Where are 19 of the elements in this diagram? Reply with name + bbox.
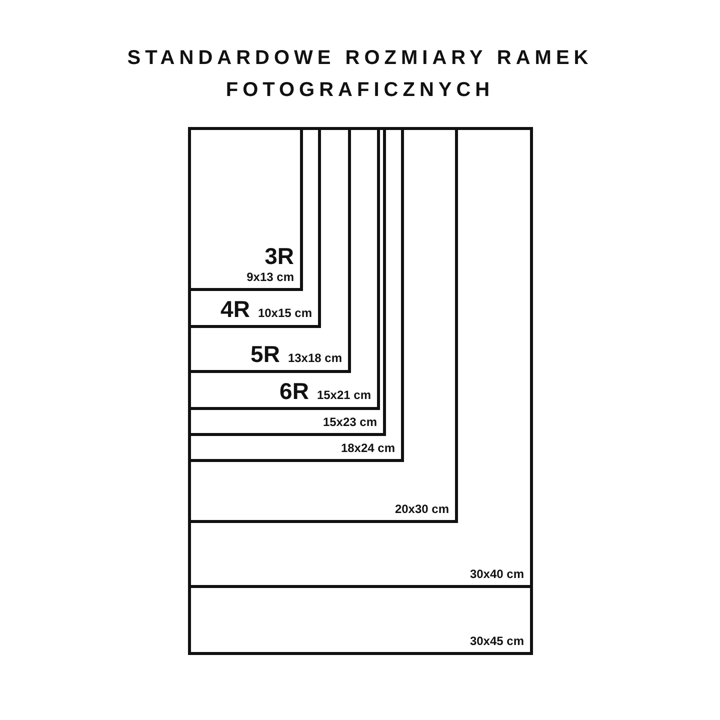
size-code: 5R bbox=[250, 342, 280, 366]
frame-outline bbox=[188, 127, 303, 291]
size-code: 3R bbox=[264, 244, 294, 268]
size-label: 13x18 cm bbox=[288, 351, 342, 365]
title: STANDARDOWE ROZMIARY RAMEK FOTOGRAFICZNYCH bbox=[126, 46, 594, 103]
frame-outline bbox=[188, 127, 404, 462]
size-label: 20x30 cm bbox=[394, 502, 449, 516]
size-label: 10x15 cm bbox=[258, 306, 312, 320]
size-code: 6R bbox=[280, 379, 309, 403]
size-label: 15x23 cm bbox=[322, 415, 377, 429]
size-label: 9x13 cm bbox=[246, 270, 294, 284]
size-code: 4R bbox=[220, 297, 250, 321]
frame-outline bbox=[188, 127, 458, 523]
size-label: 30x45 cm bbox=[470, 634, 524, 648]
size-label: 18x24 cm bbox=[340, 441, 395, 455]
frame-outline bbox=[188, 127, 351, 373]
size-label: 30x40 cm bbox=[470, 567, 524, 581]
size-label: 15x21 cm bbox=[316, 388, 371, 402]
frame-outline bbox=[188, 127, 321, 328]
